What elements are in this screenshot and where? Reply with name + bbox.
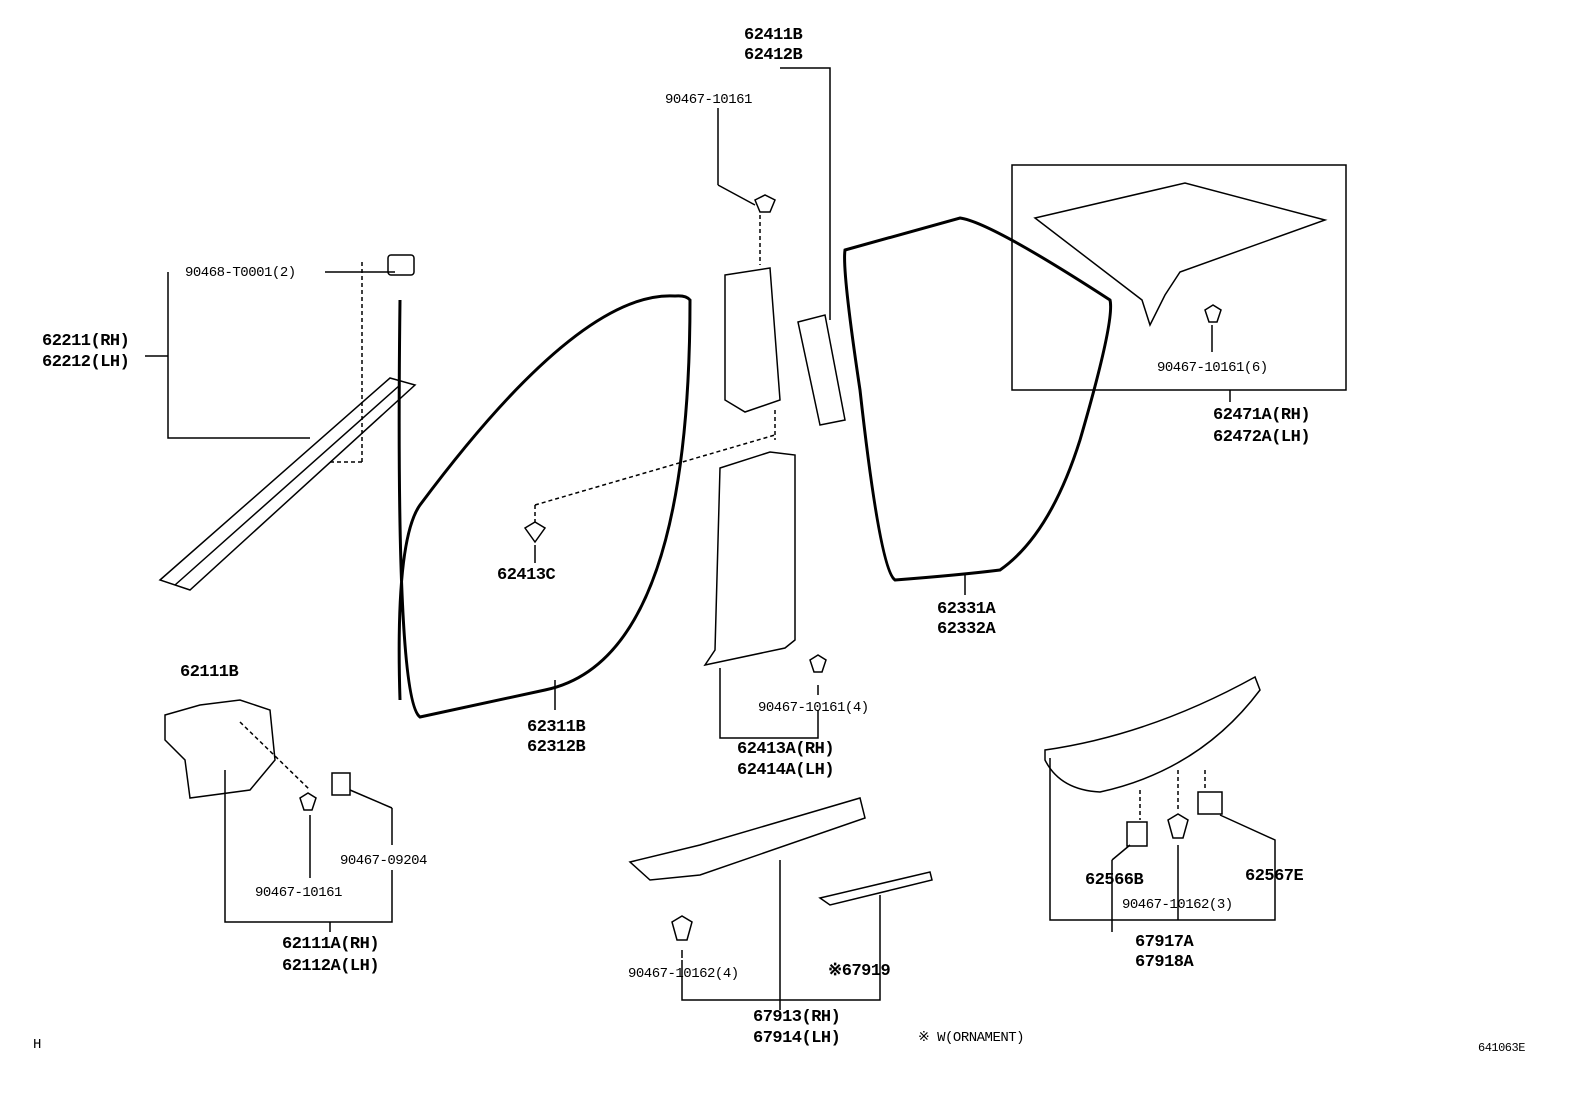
cowl-side-trim <box>164 699 276 799</box>
part-number-62331A[interactable]: 62331A <box>937 600 996 619</box>
clip <box>387 254 415 276</box>
part-number-62414A[interactable]: 62414A(LH) <box>737 761 835 780</box>
clip <box>671 915 693 941</box>
center-pillar-upper <box>724 267 781 413</box>
clip <box>809 654 827 673</box>
part-number-90467-09204[interactable]: 90467-09204 <box>340 853 427 869</box>
part-number-90468-T0001[interactable]: 90468-T0001(2) <box>185 265 296 281</box>
quarter-trim <box>1033 182 1328 327</box>
part-number-67917A[interactable]: 67917A <box>1135 933 1194 952</box>
part-number-62312B[interactable]: 62312B <box>527 738 586 757</box>
part-number-62332A[interactable]: 62332A <box>937 620 996 639</box>
clip <box>1204 304 1222 323</box>
part-number-62412B[interactable]: 62412B <box>744 46 803 65</box>
part-number-clip-10162-3[interactable]: 90467-10162(3) <box>1122 897 1233 913</box>
part-number-62566B[interactable]: 62566B <box>1085 871 1144 890</box>
ornament-note: ※ W(ORNAMENT) <box>918 1030 1025 1046</box>
part-number-67914[interactable]: 67914(LH) <box>753 1029 841 1048</box>
clip <box>1167 813 1189 839</box>
part-number-62413C[interactable]: 62413C <box>497 566 556 585</box>
part-number-clip-6[interactable]: 90467-10161(6) <box>1157 360 1268 376</box>
rear-door-weatherstrip <box>843 216 1113 582</box>
part-number-62311B[interactable]: 62311B <box>527 718 586 737</box>
part-number-62111B[interactable]: 62111B <box>180 663 239 682</box>
seat-belt-cover <box>797 314 846 426</box>
part-number-62111A[interactable]: 62111A(RH) <box>282 935 380 954</box>
part-number-67913[interactable]: 67913(RH) <box>753 1008 841 1027</box>
part-number-62471A[interactable]: 62471A(RH) <box>1213 406 1311 425</box>
part-number-62212[interactable]: 62212(LH) <box>42 353 130 372</box>
front-door-weatherstrip <box>397 294 692 719</box>
clip <box>523 521 547 544</box>
part-number-clip-left[interactable]: 90467-10161 <box>255 885 342 901</box>
figure-id: 641063E <box>1478 1041 1525 1055</box>
part-number-62211[interactable]: 62211(RH) <box>42 332 130 351</box>
scuff-plate-rear <box>1044 675 1261 793</box>
a-pillar-garnish <box>158 377 417 591</box>
ornament <box>818 871 933 906</box>
clip <box>299 792 317 811</box>
part-number-clip-10162-4[interactable]: 90467-10162(4) <box>628 966 739 982</box>
part-number-67919[interactable]: ※67919 <box>828 962 891 981</box>
center-pillar-lower <box>703 451 796 667</box>
scuff-plate-front <box>628 797 866 881</box>
part-number-62567E[interactable]: 62567E <box>1245 867 1304 886</box>
part-number-62472A[interactable]: 62472A(LH) <box>1213 428 1311 447</box>
clip <box>1126 821 1148 847</box>
part-number-67918A[interactable]: 67918A <box>1135 953 1194 972</box>
clip <box>1197 791 1223 815</box>
corner-mark: H <box>33 1037 41 1053</box>
part-shapes <box>158 182 1328 941</box>
part-number-62411B[interactable]: 62411B <box>744 26 803 45</box>
clip <box>754 194 776 213</box>
part-number-clip-top[interactable]: 90467-10161 <box>665 92 752 108</box>
clip <box>331 772 351 796</box>
part-number-62112A[interactable]: 62112A(LH) <box>282 957 380 976</box>
part-number-62413A[interactable]: 62413A(RH) <box>737 740 835 759</box>
part-number-clip-4[interactable]: 90467-10161(4) <box>758 700 869 716</box>
leader-lines <box>145 67 1347 1010</box>
